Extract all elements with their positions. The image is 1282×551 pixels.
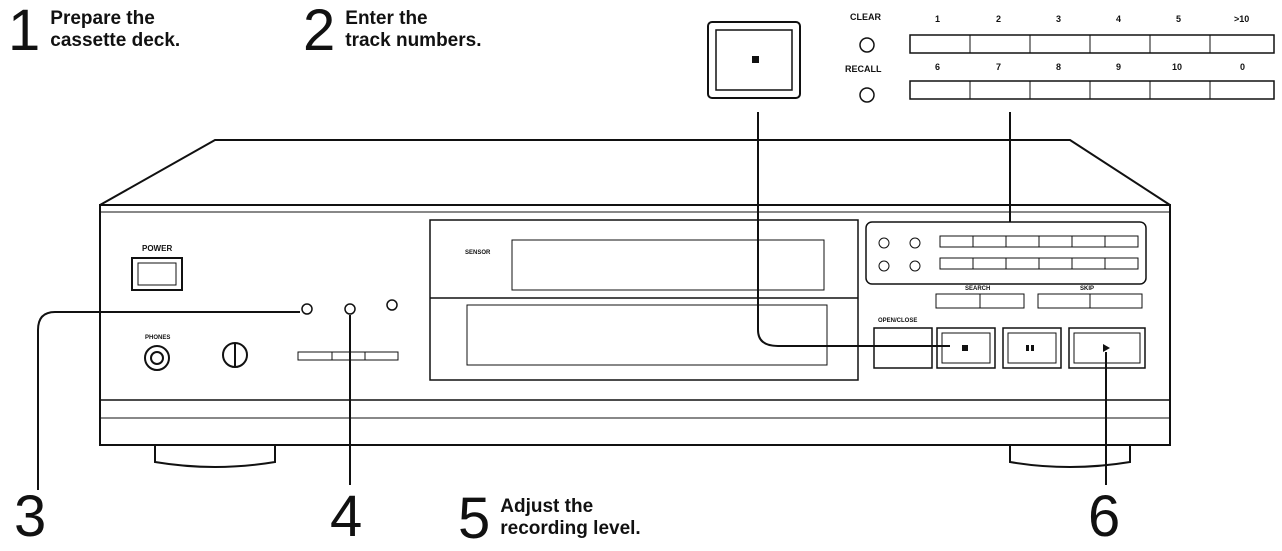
leader-line-3	[37, 311, 300, 490]
step-2: 2 Enter the track numbers.	[303, 0, 482, 63]
step-5-number: 5	[458, 486, 491, 551]
callout-6: 6	[1088, 484, 1121, 549]
step-1-number: 1	[8, 0, 41, 63]
search-label: SEARCH	[965, 286, 991, 292]
repeat-random-autocue-buttons	[297, 351, 399, 361]
display-window	[429, 219, 859, 381]
stop-button	[936, 327, 996, 369]
phones-label: PHONES	[145, 335, 171, 341]
step-2-text: Enter the track numbers.	[345, 8, 482, 51]
step-1-text: Prepare the cassette deck.	[50, 8, 181, 51]
recall-label: RECALL	[845, 64, 882, 74]
key-10[interactable]: 10	[1172, 62, 1183, 72]
key-4[interactable]: 4	[1116, 14, 1122, 24]
step-2-number: 2	[303, 0, 336, 63]
pause-button	[1002, 327, 1062, 369]
left-foot	[154, 445, 276, 468]
key-7[interactable]: 7	[996, 62, 1002, 72]
stop-button-enlarged	[707, 21, 801, 99]
clear-label: CLEAR	[850, 12, 881, 22]
key-greater-10[interactable]: >10	[1234, 14, 1250, 24]
callout-3: 3	[14, 484, 47, 549]
power-button	[131, 257, 183, 291]
open-close-button	[873, 327, 933, 369]
unit-keypad	[865, 221, 1147, 285]
key-1[interactable]: 1	[935, 14, 941, 24]
callout-4: 4	[330, 484, 363, 549]
right-foot	[1009, 445, 1131, 468]
power-label: POWER	[142, 244, 173, 253]
skip-label: SKIP	[1080, 286, 1095, 292]
key-6[interactable]: 6	[935, 62, 941, 72]
leader-line-step2-stop	[757, 112, 950, 347]
step-5: 5 Adjust the recording level.	[458, 486, 641, 551]
key-0[interactable]: 0	[1240, 62, 1246, 72]
synchro-button	[301, 303, 313, 315]
phones-jack	[144, 345, 170, 371]
key-5[interactable]: 5	[1176, 14, 1182, 24]
open-close-label: OPEN/CLOSE	[878, 318, 918, 324]
key-3[interactable]: 3	[1056, 14, 1062, 24]
recall-button	[859, 87, 875, 103]
clear-button	[859, 37, 875, 53]
keypad-row2	[909, 80, 1275, 100]
keypad-row1	[909, 34, 1275, 54]
key-2[interactable]: 2	[996, 14, 1002, 24]
peak-search-button	[386, 299, 398, 311]
step-1: 1 Prepare the cassette deck.	[8, 0, 181, 63]
key-9[interactable]: 9	[1116, 62, 1122, 72]
key-8[interactable]: 8	[1056, 62, 1062, 72]
edit-button	[344, 303, 356, 315]
step-5-text: Adjust the recording level.	[500, 496, 641, 539]
disc-tray	[466, 304, 828, 366]
front-panel	[99, 204, 1171, 446]
sensor-label: SENSOR	[465, 250, 491, 256]
